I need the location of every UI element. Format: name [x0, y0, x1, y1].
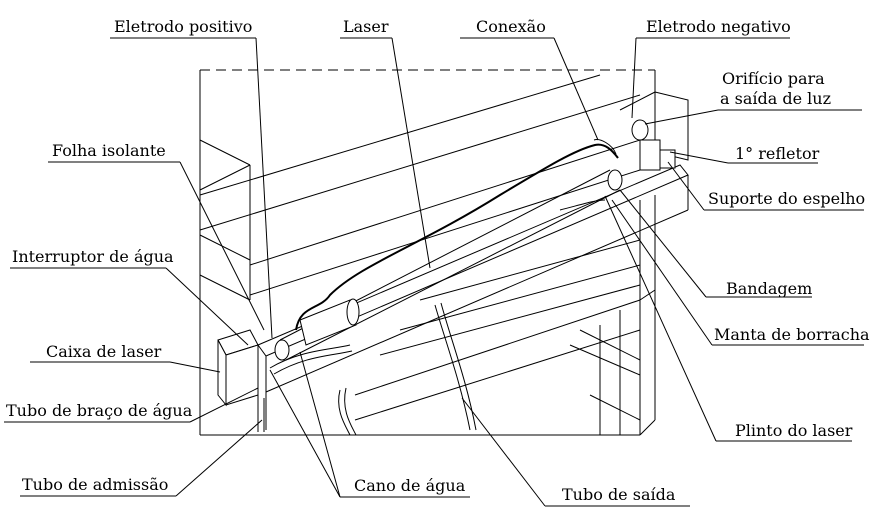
- labels: Eletrodo positivo Laser Conexão Eletrodo…: [6, 17, 870, 504]
- outlet-pipe: [434, 304, 471, 431]
- label-folha-isolante: Folha isolante: [52, 141, 166, 160]
- laser-box: [217, 91, 689, 430]
- label-caixa-laser: Caixa de laser: [46, 342, 162, 361]
- label-interruptor-agua: Interruptor de água: [12, 247, 174, 266]
- connection-wire: [295, 143, 619, 331]
- label-cano-agua: Cano de água: [354, 476, 466, 495]
- laser-tube: [274, 119, 676, 361]
- label-orificio-2: a saída de luz: [720, 89, 831, 108]
- label-plinto: Plinto do laser: [735, 421, 853, 440]
- label-eletrodo-negativo: Eletrodo negativo: [646, 17, 791, 36]
- label-manta-borracha: Manta de borracha: [714, 325, 870, 344]
- label-laser: Laser: [343, 17, 389, 36]
- label-bandagem: Bandagem: [726, 279, 812, 298]
- label-refletor: 1° refletor: [735, 144, 820, 163]
- label-tubo-admissao: Tubo de admissão: [22, 475, 168, 494]
- label-orificio-1: Orifício para: [722, 69, 825, 88]
- water-pipe: [269, 344, 351, 369]
- label-tubo-saida: Tubo de saída: [562, 485, 676, 504]
- label-tubo-braco: Tubo de braço de água: [6, 401, 193, 420]
- label-conexao: Conexão: [476, 17, 546, 36]
- label-eletrodo-positivo: Eletrodo positivo: [114, 17, 252, 36]
- leader-lines: [4, 37, 864, 507]
- label-suporte-espelho: Suporte do espelho: [708, 189, 865, 208]
- machine-frame: [199, 69, 656, 436]
